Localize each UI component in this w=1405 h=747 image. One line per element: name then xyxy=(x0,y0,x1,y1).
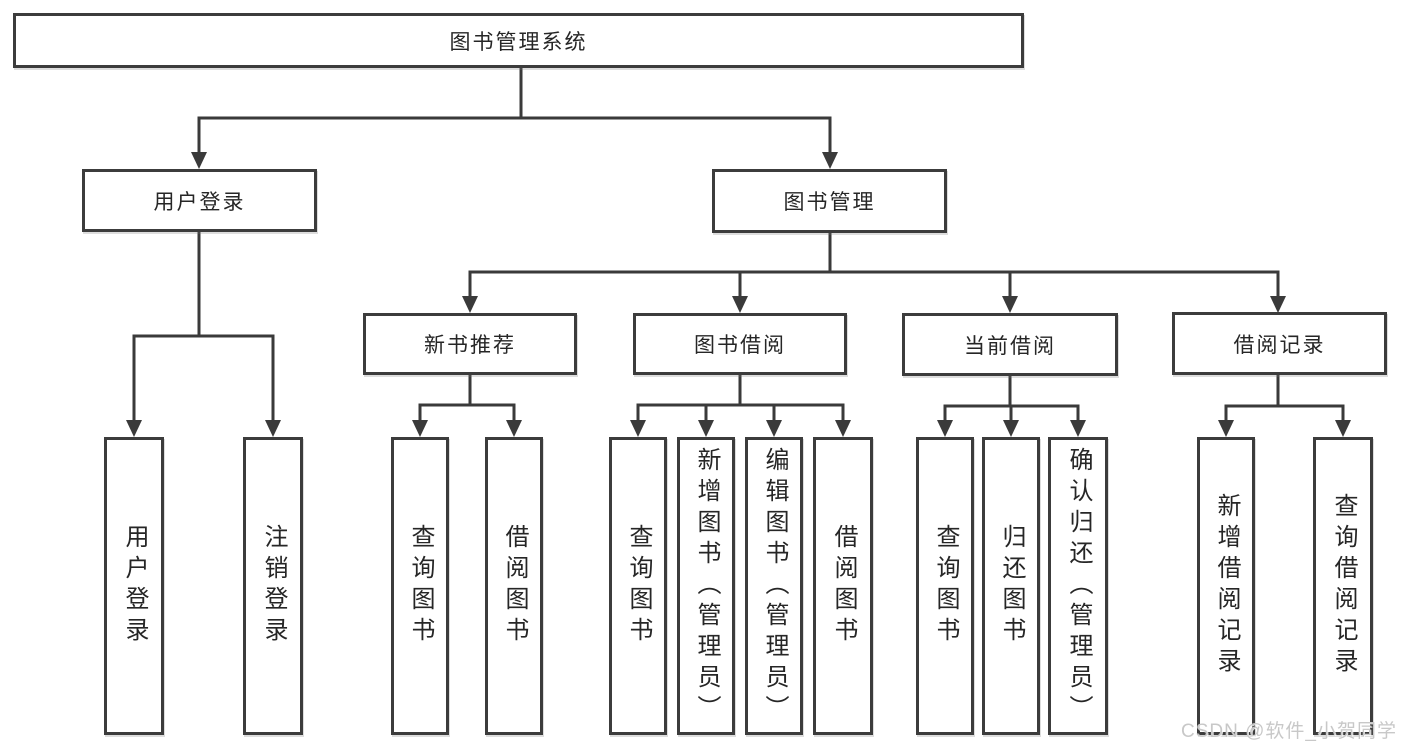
connector-user-login-to-leaves xyxy=(126,232,281,437)
leaf-logout: 注销登录 xyxy=(243,437,303,735)
node-user-login-branch-label: 用户登录 xyxy=(153,190,246,214)
node-current-borrow-label: 当前借阅 xyxy=(964,334,1056,358)
node-book-borrow: 图书借阅 xyxy=(633,313,847,375)
node-borrow-records-label: 借阅记录 xyxy=(1233,333,1326,357)
leaf-current-query-books: 查询图书 xyxy=(916,437,974,735)
leaf-borrow-borrow-books: 借阅图书 xyxy=(813,437,873,735)
leaf-current-query-books-label: 查询图书 xyxy=(932,524,959,648)
leaf-current-return-books-label: 归还图书 xyxy=(998,524,1025,648)
leaf-current-confirm-return-label: 确认归还（管理员） xyxy=(1065,446,1092,726)
leaf-user-login: 用户登录 xyxy=(104,437,164,735)
leaf-borrow-add-books: 新增图书（管理员） xyxy=(677,437,735,735)
leaf-borrow-query-books-label: 查询图书 xyxy=(625,524,652,648)
connector-root-to-level2 xyxy=(191,68,838,169)
leaf-recommend-query-books: 查询图书 xyxy=(391,437,449,735)
node-borrow-records: 借阅记录 xyxy=(1172,312,1387,375)
leaf-recommend-query-books-label: 查询图书 xyxy=(407,524,434,648)
leaf-records-query-record: 查询借阅记录 xyxy=(1313,437,1373,735)
node-new-book-recommend-label: 新书推荐 xyxy=(424,334,516,357)
node-book-borrow-label: 图书借阅 xyxy=(694,334,786,357)
leaf-borrow-borrow-books-label: 借阅图书 xyxy=(830,524,857,648)
node-book-management: 图书管理 xyxy=(712,169,947,233)
leaf-user-login-label: 用户登录 xyxy=(121,524,148,648)
node-current-borrow: 当前借阅 xyxy=(902,313,1118,376)
node-root-system-label: 图书管理系统 xyxy=(449,30,588,54)
leaf-borrow-query-books: 查询图书 xyxy=(609,437,667,735)
connector-recommend-to-leaves xyxy=(412,375,522,437)
csdn-watermark: CSDN @软件_小贺同学 xyxy=(1181,721,1397,742)
leaf-records-add-record: 新增借阅记录 xyxy=(1197,437,1255,735)
leaf-records-add-record-label: 新增借阅记录 xyxy=(1213,493,1240,679)
node-book-management-label: 图书管理 xyxy=(783,191,876,214)
connector-borrow-to-leaves xyxy=(630,375,851,437)
leaf-recommend-borrow-books-label: 借阅图书 xyxy=(501,524,528,648)
node-user-login-branch: 用户登录 xyxy=(82,169,317,232)
leaf-borrow-add-books-label: 新增图书（管理员） xyxy=(693,446,720,726)
leaf-recommend-borrow-books: 借阅图书 xyxy=(485,437,543,735)
leaf-current-return-books: 归还图书 xyxy=(982,437,1040,735)
leaf-borrow-edit-books: 编辑图书（管理员） xyxy=(745,437,803,735)
node-root-system: 图书管理系统 xyxy=(13,13,1024,68)
leaf-current-confirm-return: 确认归还（管理员） xyxy=(1048,437,1108,735)
connector-records-to-leaves xyxy=(1218,375,1351,437)
leaf-records-query-record-label: 查询借阅记录 xyxy=(1330,493,1357,679)
connector-current-to-leaves xyxy=(937,376,1086,437)
connector-book-management-to-level3 xyxy=(462,233,1286,313)
leaf-borrow-edit-books-label: 编辑图书（管理员） xyxy=(761,446,788,726)
leaf-logout-label: 注销登录 xyxy=(260,524,287,648)
node-new-book-recommend: 新书推荐 xyxy=(363,313,577,375)
